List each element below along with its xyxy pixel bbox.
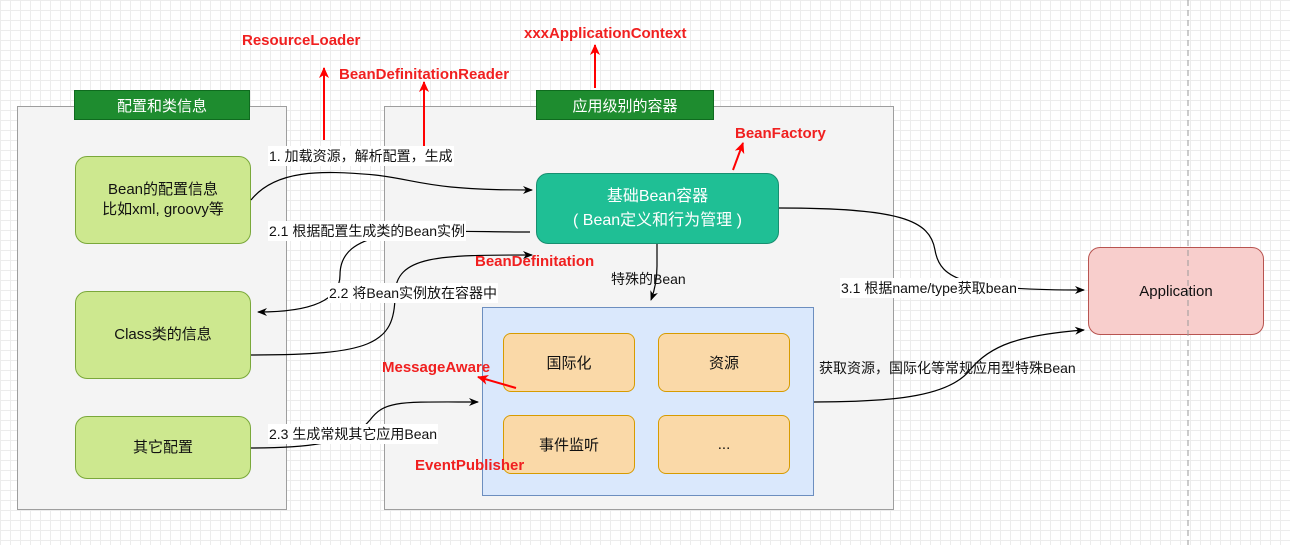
application-node: Application [1088, 247, 1264, 335]
edge-special-bean [650, 244, 658, 301]
event-listener-node: 事件监听 [503, 415, 635, 474]
edge-put-into-container [250, 251, 533, 356]
application-label: Application [1139, 282, 1213, 300]
base-container-line1: 基础Bean容器 [606, 187, 709, 205]
class-info-label: Class类的信息 [114, 326, 212, 343]
bean-config-line1: Bean的配置信息 [107, 181, 219, 198]
resource-node: 资源 [658, 333, 790, 392]
label-generate-instance: 2.1 根据配置生成类的Bean实例 [268, 221, 467, 241]
label-load-config: 1. 加载资源，解析配置，生成 [268, 146, 454, 166]
arrow-bean-factory [732, 142, 745, 171]
edge-load-config [250, 171, 533, 201]
ellipsis-label: ... [717, 436, 731, 453]
annotation-app-context: xxxApplicationContext [524, 25, 687, 42]
ellipsis-node: ... [658, 415, 790, 474]
config-class-panel-title: 配置和类信息 [74, 90, 250, 120]
resource-label: 资源 [708, 355, 739, 372]
label-get-resource: 获取资源，国际化等常规应用型特殊Bean [819, 360, 1076, 376]
annotation-bean-definition: BeanDefinitation [475, 253, 595, 270]
edge-get-resource [813, 326, 1085, 403]
edge-generate-other-beans [250, 397, 479, 449]
i18n-label: 国际化 [546, 355, 592, 372]
bean-config-node: Bean的配置信息比如xml, groovy等 [75, 156, 251, 244]
event-listener-label: 事件监听 [538, 437, 599, 454]
annotation-resource-loader: ResourceLoader [242, 32, 361, 49]
other-config-node: 其它配置 [75, 416, 251, 479]
arrow-message-aware [477, 374, 517, 389]
base-container-line2: ( Bean定义和行为管理 ) [573, 211, 742, 229]
annotation-event-publisher: EventPublisher [415, 457, 525, 474]
other-config-label: 其它配置 [132, 438, 193, 456]
base-bean-container-node: 基础Bean容器 ( Bean定义和行为管理 ) [536, 173, 779, 244]
annotation-bean-factory: BeanFactory [735, 125, 826, 142]
label-get-bean: 3.1 根据name/type获取bean [840, 278, 1018, 298]
label-generate-other-beans: 2.3 生成常规其它应用Bean [268, 424, 439, 444]
label-special-bean: 特殊的Bean [611, 271, 686, 287]
label-put-into-container: 2.2 将Bean实例放在容器中 [328, 283, 499, 303]
annotation-message-aware: MessageAware [382, 359, 491, 376]
annotation-bean-def-reader: BeanDefinitationReader [339, 66, 510, 83]
class-info-node: Class类的信息 [75, 291, 251, 379]
bean-config-line2: 比如xml, groovy等 [102, 201, 224, 218]
i18n-node: 国际化 [503, 333, 635, 392]
app-container-panel-title: 应用级别的容器 [536, 90, 714, 120]
